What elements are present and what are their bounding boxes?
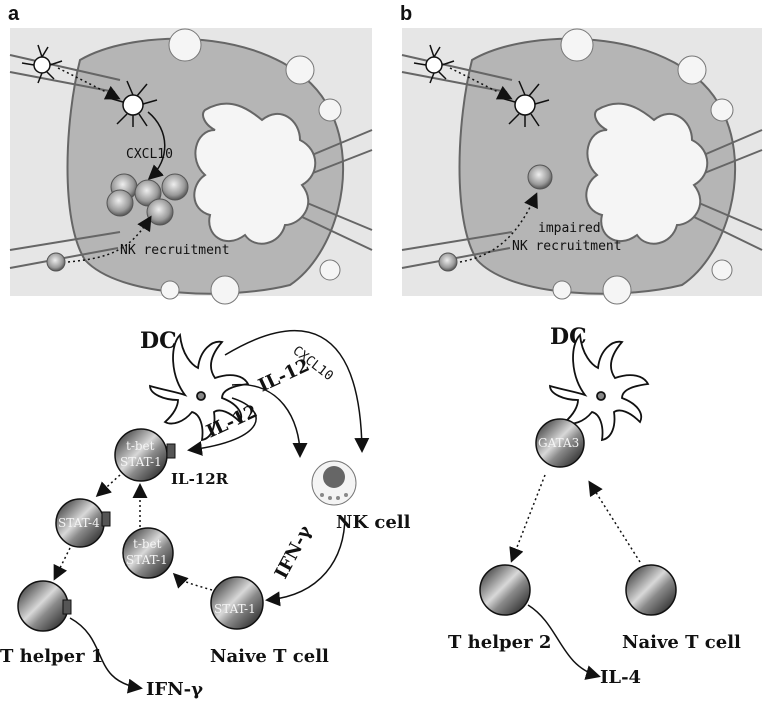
gata3-label: GATA3 bbox=[538, 436, 579, 450]
t-helper1-cell bbox=[17, 580, 69, 632]
diagram-b: DC GATA3 T helper 2 IL-4 Naive T cell bbox=[448, 324, 741, 688]
dendritic-cell-icon bbox=[21, 44, 63, 84]
dendritic-cell-icon bbox=[149, 333, 250, 442]
nk-cell-label: NK cell bbox=[336, 512, 411, 533]
dc-migration-arrow bbox=[449, 67, 513, 100]
follicle bbox=[710, 98, 734, 122]
follicle bbox=[711, 259, 733, 281]
il12-receptor-icon bbox=[166, 443, 176, 459]
nk-cell-icon bbox=[311, 460, 357, 506]
stat1-label: STAT-1 bbox=[126, 553, 168, 567]
nk-cluster bbox=[106, 173, 189, 226]
follicle bbox=[210, 275, 240, 305]
receptor-icon bbox=[101, 511, 111, 527]
cxcl10-arrow bbox=[147, 111, 166, 181]
dc-migration-arrow bbox=[57, 67, 121, 100]
follicle bbox=[552, 280, 572, 300]
naive-t-cell bbox=[625, 564, 677, 616]
dc-label: DC bbox=[140, 328, 177, 354]
follicle bbox=[285, 55, 315, 85]
dotted-arrow bbox=[95, 474, 121, 498]
il12r-label: IL-12R bbox=[171, 470, 229, 488]
follicle bbox=[677, 55, 707, 85]
follicle bbox=[318, 98, 342, 122]
cxcl10-arrow bbox=[224, 330, 370, 453]
dendritic-cell-icon bbox=[549, 333, 650, 442]
naive-t-cell-label: Naive T cell bbox=[622, 632, 741, 653]
naive-t-cell bbox=[210, 576, 264, 630]
single-nk-cell bbox=[527, 164, 553, 190]
il4-label: IL-4 bbox=[600, 667, 641, 688]
stat1-label: STAT-1 bbox=[214, 602, 256, 616]
receptor-icon bbox=[62, 599, 72, 615]
dotted-arrow bbox=[509, 474, 546, 563]
dotted-arrow bbox=[588, 480, 641, 563]
il4-output-arrow bbox=[527, 604, 601, 680]
medulla bbox=[585, 102, 709, 245]
dendritic-cell-icon bbox=[108, 80, 158, 127]
cxcl10-label: CXCL10 bbox=[126, 147, 173, 162]
ifn-gamma-output-arrow bbox=[69, 617, 143, 694]
efferent-vessel-lower bbox=[691, 199, 763, 251]
panel-b-lymph-node: impaired NK recruitment bbox=[401, 28, 763, 305]
ifn-gamma-output-label: IFN-γ bbox=[146, 679, 203, 700]
naive-t-cell-label: Naive T cell bbox=[210, 646, 329, 667]
il12-to-nk-arrow bbox=[231, 383, 308, 458]
nk-recruitment-label: NK recruitment bbox=[120, 243, 230, 258]
follicle bbox=[160, 280, 180, 300]
panel-b-letter: b bbox=[400, 3, 412, 25]
efferent-vessel-lower bbox=[299, 199, 373, 251]
il12-to-t-arrow bbox=[187, 397, 257, 456]
medulla bbox=[193, 102, 317, 245]
nk-recruitment-label: NK recruitment bbox=[512, 239, 622, 254]
ifn-gamma-arrow-label: IFN-γ bbox=[271, 522, 316, 582]
ifn-gamma-arrow bbox=[265, 514, 346, 607]
afferent-vessel bbox=[9, 54, 121, 93]
dendritic-cell-icon bbox=[500, 80, 550, 127]
stat4-label: STAT-4 bbox=[58, 516, 100, 530]
impaired-label: impaired bbox=[538, 221, 601, 236]
follicle bbox=[168, 28, 202, 62]
t-helper1-label: T helper 1 bbox=[0, 646, 103, 667]
afferent-vessel bbox=[401, 54, 513, 93]
panel-a-lymph-node: CXCL10 NK recruitment bbox=[9, 28, 373, 305]
t-helper2-cell bbox=[479, 564, 531, 616]
dendritic-cell-icon bbox=[413, 44, 455, 84]
tbet-stat1-mid-cell bbox=[122, 527, 174, 579]
il12-upper-label: IL-12 bbox=[255, 355, 312, 397]
follicle bbox=[560, 28, 594, 62]
follicle bbox=[602, 275, 632, 305]
dotted-arrow bbox=[172, 572, 213, 591]
blood-nk-cell bbox=[46, 252, 66, 272]
stat1-label: STAT-1 bbox=[120, 455, 162, 469]
blood-nk-cell bbox=[438, 252, 458, 272]
dotted-arrow bbox=[53, 547, 71, 581]
nk-recruitment-arrow bbox=[67, 215, 152, 263]
t-helper2-label: T helper 2 bbox=[448, 632, 551, 653]
tbet-label: t-bet bbox=[133, 537, 162, 551]
tbet-label: t-bet bbox=[126, 439, 155, 453]
gata3-cell bbox=[535, 418, 585, 468]
panel-a-letter: a bbox=[8, 3, 20, 25]
diagram-a: DC CXCL10 IL-12 IL-12 t-bet STAT-1 IL-12… bbox=[0, 328, 411, 700]
follicle bbox=[319, 259, 341, 281]
